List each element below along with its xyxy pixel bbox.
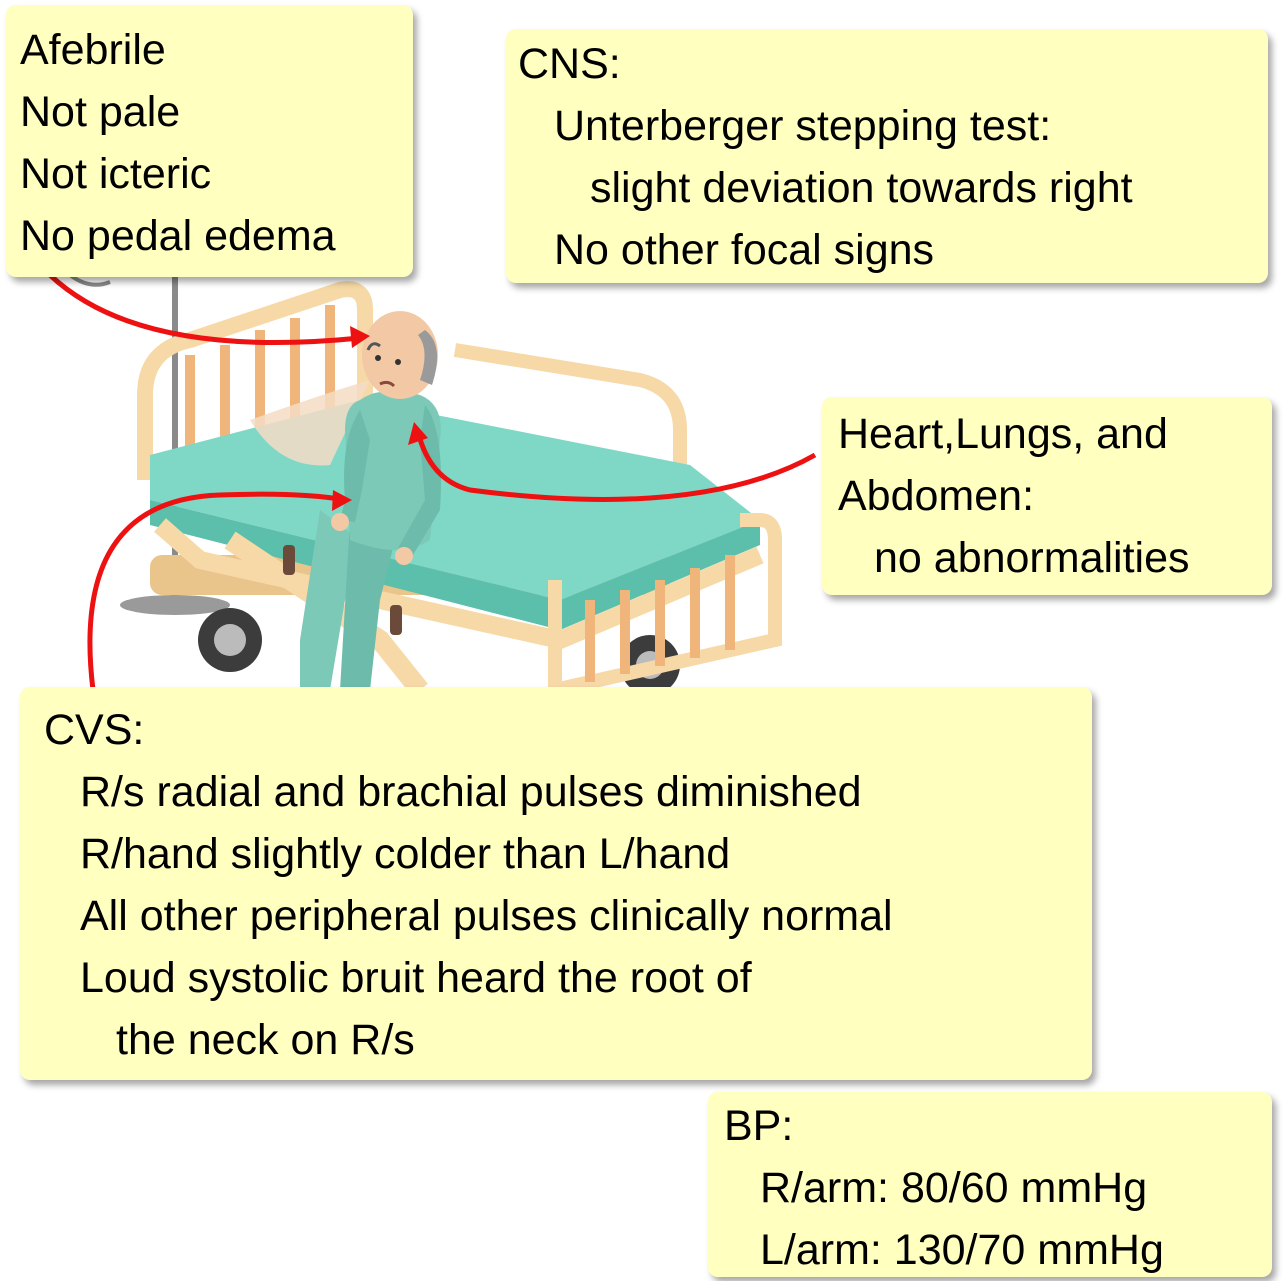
- arrow-to-arm: [87, 491, 346, 691]
- bp-reading-right-arm: R/arm: 80/60 mmHg: [760, 1164, 1148, 1212]
- cvs-note: CVS: R/s radial and brachial pulses dimi…: [20, 687, 1092, 1080]
- bp-reading-left-arm: L/arm: 130/70 mmHg: [760, 1226, 1164, 1274]
- cns-note: CNS: Unterberger stepping test: slight d…: [506, 29, 1268, 283]
- arrow-to-head: [48, 273, 361, 346]
- heart-lungs-abdomen-note: Heart,Lungs, and Abdomen: no abnormaliti…: [822, 397, 1272, 595]
- cvs-line: R/s radial and brachial pulses diminishe…: [80, 768, 862, 816]
- cvs-heading: CVS:: [44, 706, 145, 754]
- hospital-bed: [137, 281, 782, 697]
- vitals-line: No pedal edema: [20, 212, 336, 260]
- cvs-line: R/hand slightly colder than L/hand: [80, 830, 731, 878]
- cns-line: No other focal signs: [554, 226, 935, 274]
- cns-line: slight deviation towards right: [590, 164, 1133, 212]
- arrow-to-chest: [415, 431, 817, 502]
- cvs-line: All other peripheral pulses clinically n…: [80, 892, 893, 940]
- hla-finding: no abnormalities: [874, 534, 1190, 582]
- cvs-line: the neck on R/s: [116, 1016, 415, 1064]
- vitals-line: Not pale: [20, 88, 181, 136]
- bp-note: BP: R/arm: 80/60 mmHg L/arm: 130/70 mmHg: [708, 1092, 1272, 1277]
- vitals-note: Afebrile Not pale Not icteric No pedal e…: [6, 5, 413, 277]
- cvs-line: Loud systolic bruit heard the root of: [80, 954, 752, 1002]
- arrowheads: [332, 326, 428, 511]
- cns-heading: CNS:: [518, 40, 621, 88]
- bp-heading: BP:: [724, 1102, 794, 1150]
- callout-arrows: [48, 273, 817, 691]
- hla-heading: Heart,Lungs, and: [838, 410, 1168, 458]
- cns-line: Unterberger stepping test:: [554, 102, 1052, 150]
- vitals-line: Not icteric: [20, 150, 212, 198]
- hla-heading: Abdomen:: [838, 472, 1035, 520]
- vitals-line: Afebrile: [20, 26, 166, 74]
